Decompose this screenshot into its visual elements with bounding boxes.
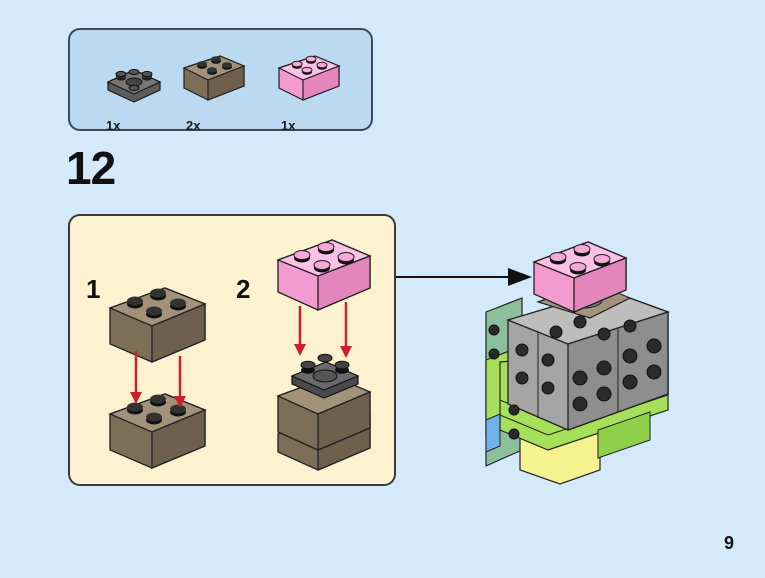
part-quantity: 1x <box>281 118 296 133</box>
pink-brick-icon <box>277 55 341 101</box>
round-plate-middle <box>290 353 360 399</box>
tan-brick-stack <box>276 375 372 471</box>
substep-label-2: 2 <box>236 274 251 304</box>
round-plate-icon <box>106 68 162 103</box>
assembly-arrows-1 <box>130 351 186 408</box>
sub-assembly-panel: 1 2 <box>68 214 396 486</box>
part-tan-brick: 2x <box>180 42 270 133</box>
part-quantity: 1x <box>106 118 121 133</box>
parts-list-panel: 1x 2x 1x <box>68 28 373 133</box>
tan-brick-top <box>108 287 207 363</box>
substep-label-1: 1 <box>86 274 101 304</box>
step-number: 12 <box>66 142 116 194</box>
tan-brick-icon <box>182 55 246 101</box>
substep-1-illustration <box>108 239 372 471</box>
page-number: 9 <box>724 533 735 553</box>
model-studs <box>488 315 662 440</box>
model-pink-brick <box>532 241 628 313</box>
part-round-plate: 1x <box>100 42 190 133</box>
pink-brick-upper <box>276 239 372 311</box>
part-pink-brick: 1x <box>275 42 365 133</box>
part-quantity: 2x <box>186 118 201 133</box>
assembly-arrows-2 <box>294 302 352 358</box>
